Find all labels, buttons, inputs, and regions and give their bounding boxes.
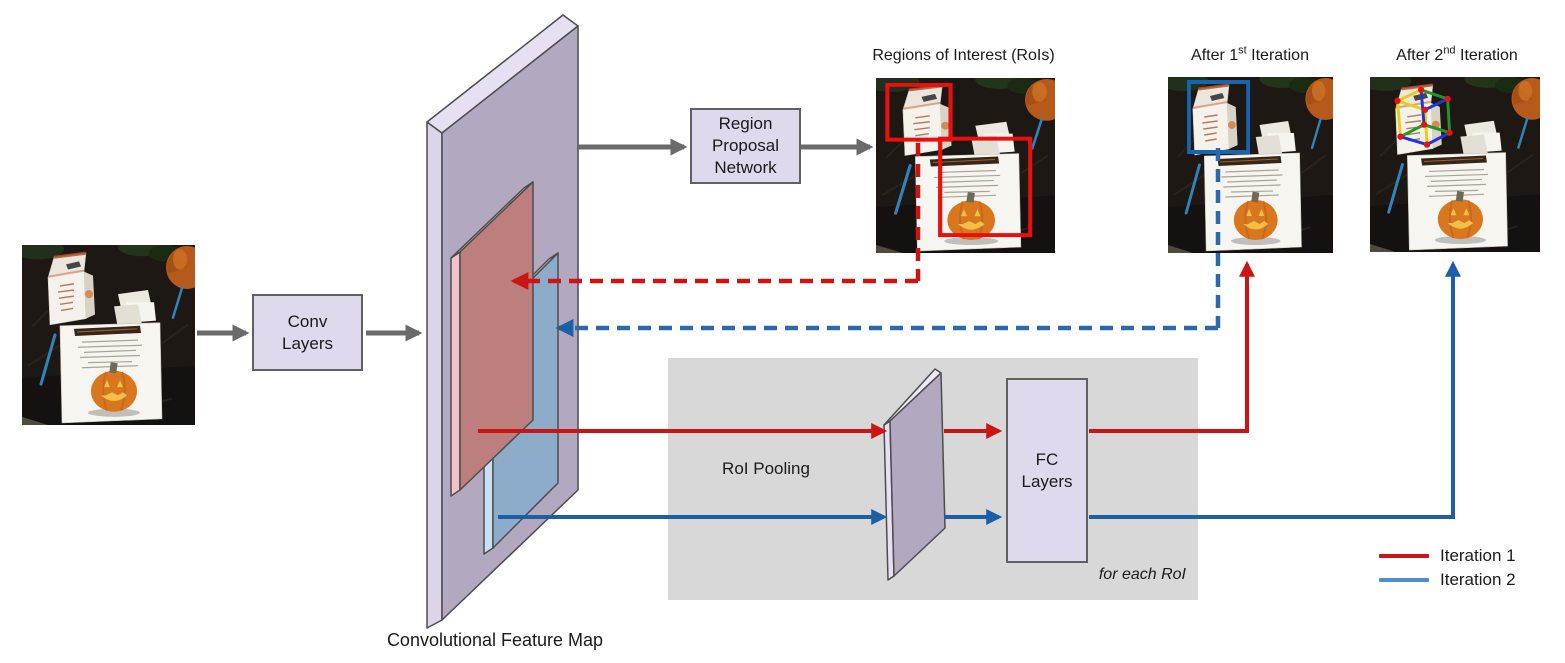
- conv-layers-label-line2: Layers: [281, 333, 334, 353]
- after-2nd-title-post: Iteration: [1455, 47, 1518, 64]
- fc-layers-node: FC Layers: [1006, 378, 1088, 563]
- after-2nd-title-pre: After 2: [1396, 47, 1444, 64]
- gray-flow-arrows: [197, 138, 874, 342]
- feature-map-label: Convolutional Feature Map: [386, 630, 604, 650]
- fc-label-line2: Layers: [1021, 471, 1073, 491]
- conv-layers-node: Conv Layers: [252, 294, 363, 371]
- after-2nd-title: After 2nd Iteration: [1368, 44, 1546, 66]
- iteration1-legend-label: Iteration 1: [1440, 546, 1516, 565]
- legend: Iteration 1 Iteration 2: [1379, 547, 1516, 588]
- after-1st-title-post: Iteration: [1246, 47, 1309, 64]
- pooled-feature-slab: [883, 368, 946, 581]
- legend-row-iteration2: Iteration 2: [1379, 571, 1516, 588]
- fc-label-line1: FC: [1035, 449, 1059, 469]
- rpn-label-line1: Region: [718, 114, 773, 134]
- after-1st-title: After 1st Iteration: [1160, 44, 1340, 66]
- rois-photo: [876, 78, 1055, 253]
- roi1-feedback-dashed-arrow: [510, 143, 921, 290]
- legend-row-iteration1: Iteration 1: [1379, 547, 1516, 564]
- after-2nd-iteration-photo: [1370, 77, 1540, 252]
- iteration1-solid-arrows: [478, 260, 1255, 439]
- after-2nd-title-sup: nd: [1443, 44, 1456, 57]
- conv-layers-label-line1: Conv: [287, 311, 328, 331]
- after-1st-title-sup: st: [1238, 44, 1247, 57]
- roi2-feedback-dashed-arrow: [555, 148, 1221, 337]
- roi-pooling-label: RoI Pooling: [722, 459, 810, 478]
- iteration2-solid-arrows: [498, 260, 1461, 525]
- iteration1-line-swatch: [1379, 553, 1429, 558]
- rois-title: Regions of Interest (RoIs): [872, 47, 1055, 64]
- iteration2-line-swatch: [1379, 577, 1429, 582]
- iteration2-legend-label: Iteration 2: [1440, 570, 1516, 589]
- region-proposal-network-node: Region Proposal Network: [690, 108, 801, 184]
- roi-boxes-red: [885, 82, 1033, 238]
- after-1st-title-pre: After 1: [1191, 47, 1239, 64]
- rpn-label-line3: Network: [714, 157, 777, 177]
- rpn-label-line2: Proposal: [711, 136, 780, 156]
- pose-cube-wireframe: [1394, 86, 1453, 148]
- roi1-feature-panel: [450, 181, 534, 497]
- for-each-roi-label: for each RoI: [1098, 566, 1186, 583]
